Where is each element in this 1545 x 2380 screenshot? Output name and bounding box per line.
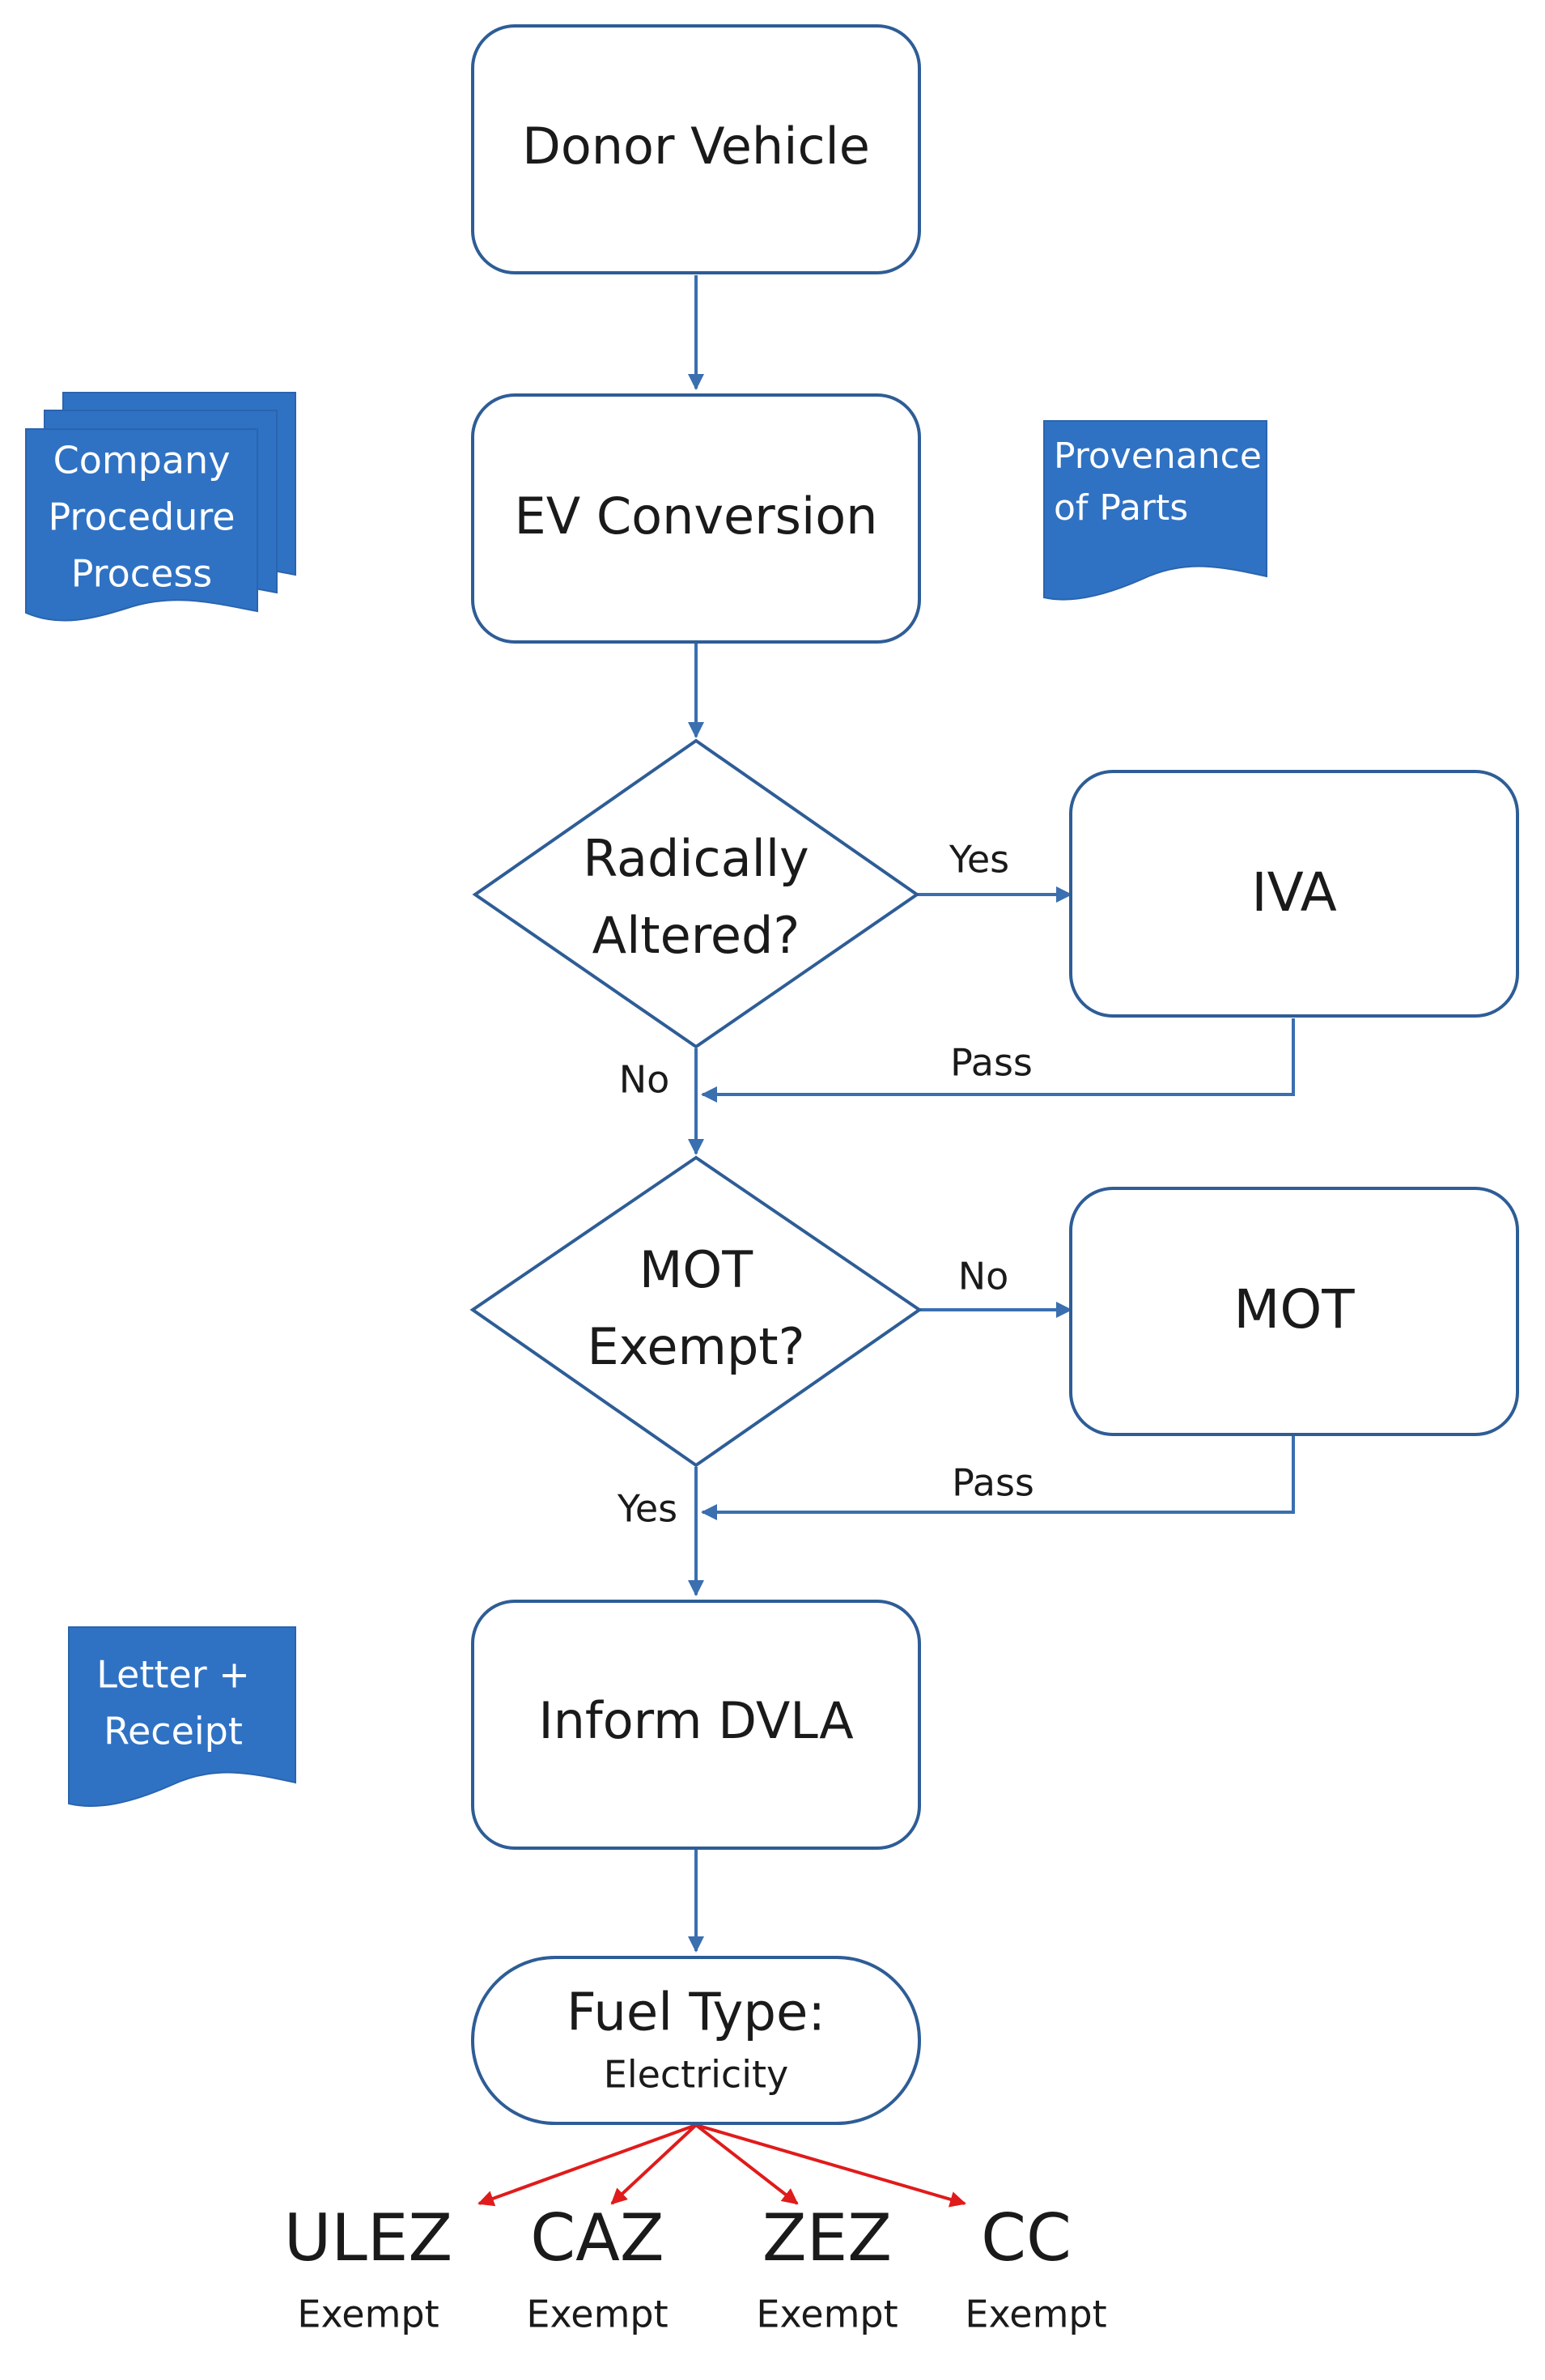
exemption-code: ZEZ — [762, 2200, 892, 2276]
company-procedure-document: Company Procedure Process — [25, 392, 296, 622]
letter-receipt-line2: Receipt — [104, 1710, 243, 1753]
mot-label: MOT — [1233, 1278, 1355, 1341]
arrow-to-ulez — [478, 2123, 697, 2207]
inform-dvla-node: Inform DVLA — [471, 1600, 921, 1850]
exemption-label: Exempt — [526, 2293, 668, 2336]
radically-altered-decision: Radically Altered? — [472, 738, 920, 1049]
mot-exempt-no-label: No — [958, 1255, 1009, 1298]
mot-exempt-line1: MOT — [639, 1240, 753, 1299]
letter-receipt-line1: Letter + — [96, 1653, 250, 1697]
exemption-zez: ZEZ Exempt — [756, 2200, 898, 2336]
arrow-iva-pass-return — [701, 1018, 1295, 1103]
mot-exempt-yes-label: Yes — [617, 1487, 677, 1531]
radically-altered-line1: Radically — [583, 829, 809, 888]
provenance-line2: of Parts — [1054, 487, 1188, 529]
exemption-ulez: ULEZ Exempt — [284, 2200, 452, 2336]
provenance-line1: Provenance — [1054, 436, 1262, 477]
iva-pass-label: Pass — [950, 1041, 1033, 1085]
arrow-to-caz — [610, 2123, 698, 2205]
edge-labels: Yes No Pass No Yes Pass — [617, 838, 1034, 1531]
inform-dvla-label: Inform DVLA — [538, 1691, 853, 1750]
fuel-type-title: Fuel Type: — [567, 1983, 826, 2043]
mot-exempt-decision: MOT Exempt? — [469, 1155, 923, 1468]
arrow-to-cc — [695, 2123, 966, 2208]
donor-vehicle-label: Donor Vehicle — [522, 117, 870, 176]
letter-receipt-document: Letter + Receipt — [68, 1626, 296, 1808]
fuel-type-node: Fuel Type: Electricity — [471, 1956, 921, 2125]
exemption-label: Exempt — [965, 2293, 1106, 2336]
exemption-code: ULEZ — [284, 2200, 452, 2276]
mot-exempt-line2: Exempt? — [587, 1317, 804, 1376]
exemption-label: Exempt — [297, 2293, 439, 2336]
iva-label: IVA — [1251, 861, 1337, 924]
radically-yes-label: Yes — [949, 838, 1009, 882]
connectors — [688, 275, 1295, 1953]
radically-no-label: No — [619, 1058, 670, 1102]
arrow-mot-pass-return — [701, 1436, 1295, 1520]
arrow-to-zez — [694, 2123, 799, 2205]
exemption-code: CC — [981, 2200, 1072, 2276]
donor-vehicle-node: Donor Vehicle — [471, 24, 921, 274]
company-procedure-line1: Company — [53, 439, 231, 482]
mot-node: MOT — [1069, 1187, 1519, 1436]
provenance-of-parts-document: Provenance of Parts — [1043, 420, 1267, 601]
mot-pass-label: Pass — [952, 1461, 1034, 1505]
exemption-cc: CC Exempt — [965, 2200, 1106, 2336]
iva-node: IVA — [1069, 770, 1519, 1018]
company-procedure-line2: Procedure — [48, 495, 235, 539]
ev-conversion-node: EV Conversion — [471, 393, 921, 644]
exemption-arrows — [478, 2123, 966, 2208]
exemption-code: CAZ — [530, 2200, 664, 2276]
fuel-type-value: Electricity — [604, 2053, 789, 2097]
exemption-caz: CAZ Exempt — [526, 2200, 668, 2336]
radically-altered-line2: Altered? — [592, 906, 800, 965]
exemption-label: Exempt — [756, 2293, 898, 2336]
ev-conversion-label: EV Conversion — [515, 487, 878, 546]
company-procedure-line3: Process — [71, 552, 213, 596]
